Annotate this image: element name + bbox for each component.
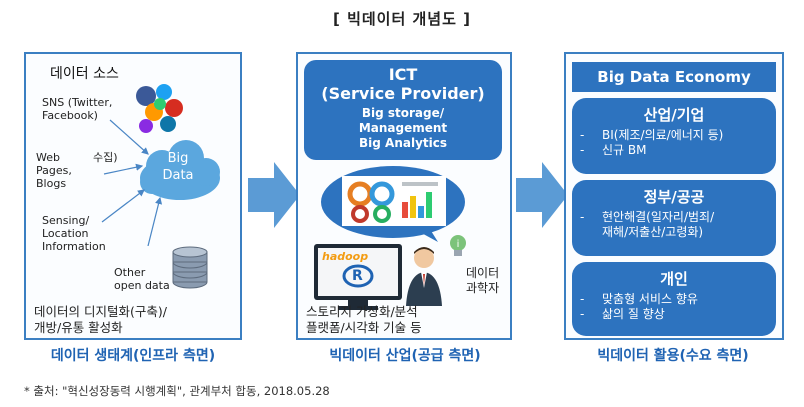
page-title: [ 빅데이터 개념도 ] (333, 10, 471, 28)
list-item: -BI(제조/의료/에너지 등) (580, 128, 724, 142)
individual-box: 개인 -맞춤형 서비스 향유 -삶의 질 향상 (572, 262, 776, 336)
ict-item-analytics: Big Analytics (359, 136, 447, 150)
government-box: 정부/공공 -현안해결(일자리/범죄/ 재해/저출산/고령화) (572, 180, 776, 256)
hadoop-logo: hadoop (322, 250, 369, 263)
list-item: -신규 BM (580, 143, 647, 157)
other-data-label: Other open data (114, 266, 170, 292)
arrow-sensing (101, 189, 145, 223)
donut-chart-2-icon (369, 181, 395, 207)
sns-logos-icon (132, 82, 184, 138)
data-ecosystem-panel (24, 52, 242, 340)
government-box-title: 정부/공공 (643, 188, 705, 206)
middle-bottom-line1: 스토리지 가상화/분석 (306, 304, 418, 319)
sensing-label-line1: Sensing/ (42, 214, 90, 227)
arrow-other (147, 196, 163, 246)
list-item: -삶의 질 향상 (580, 307, 665, 321)
list-item: -맞춤형 서비스 향유 (580, 292, 698, 306)
ict-subtitle: (Service Provider) (321, 84, 485, 103)
data-source-heading: 데이터 소스 (50, 66, 119, 82)
industry-item-1: BI(제조/의료/에너지 등) (602, 128, 724, 142)
government-item-2: 재해/저출산/고령화) (602, 225, 704, 239)
middle-bottom-line2: 플랫폼/시각화 기술 등 (306, 320, 422, 335)
big-data-cloud-label: Big Data (154, 150, 202, 184)
web-label: Web Pages, Blogs (36, 151, 72, 190)
data-scientist-icon (404, 244, 444, 306)
industry-item-2: 신규 BM (602, 143, 647, 157)
web-label-line2: Pages, (36, 164, 72, 177)
list-item: 재해/저출산/고령화) (580, 225, 776, 240)
arrow-web (103, 163, 144, 175)
source-note: * 출처: "혁신성장동력 시행계획", 관계부처 합동, 2018.05.28 (24, 384, 330, 398)
big-data-economy-header: Big Data Economy (572, 62, 776, 92)
middle-caption: 빅데이터 산업(공급 측면) (329, 348, 481, 364)
industry-box: 산업/기업 -BI(제조/의료/에너지 등) -신규 BM (572, 98, 776, 174)
flow-arrow-2 (516, 162, 568, 228)
sns-label-line1: SNS (Twitter, (42, 96, 113, 109)
web-label-line1: Web (36, 151, 60, 164)
cloud-label-line2: Data (162, 168, 194, 183)
database-icon (170, 246, 210, 290)
ict-item-storage: Big storage/ (361, 106, 445, 120)
monitor-icon (312, 242, 404, 312)
ict-box: ICT (Service Provider) Big storage/ Mana… (304, 60, 502, 160)
analytics-bubble (320, 164, 466, 244)
left-bottom-text: 데이터의 디지털화(구축)/ 개방/유통 활성화 (34, 304, 167, 336)
sensing-label-line3: Information (42, 240, 106, 253)
individual-item-1: 맞춤형 서비스 향유 (602, 292, 698, 306)
r-logo: R (352, 268, 363, 284)
svg-text:i: i (457, 239, 460, 250)
other-label-line2: open data (114, 279, 170, 292)
left-caption: 데이터 생태계(인프라 측면) (50, 348, 216, 364)
sns-label: SNS (Twitter, Facebook) (42, 96, 112, 122)
web-label-line3: Blogs (36, 177, 67, 190)
government-item-1: 현안해결(일자리/범죄/ (602, 210, 715, 224)
lightbulb-icon: i (448, 234, 468, 260)
sns-label-line2: Facebook) (42, 109, 98, 122)
industry-box-title: 산업/기업 (643, 106, 705, 124)
other-label-line1: Other (114, 266, 146, 279)
right-caption: 빅데이터 활용(수요 측면) (597, 348, 749, 364)
individual-item-2: 삶의 질 향상 (602, 307, 665, 321)
collect-label: 수집) (93, 151, 118, 164)
scientist-line1: 데이터 (466, 266, 500, 280)
sensing-label: Sensing/ Location Information (42, 214, 106, 253)
arrow-sns (109, 119, 149, 155)
source-arrows (101, 119, 163, 246)
data-scientist-label: 데이터 과학자 (466, 266, 499, 296)
flow-arrow-1 (248, 162, 300, 228)
sensing-label-line2: Location (42, 227, 89, 240)
cloud-label-line1: Big (167, 151, 189, 166)
individual-box-title: 개인 (660, 270, 688, 288)
ict-item-management: Management (358, 121, 448, 135)
big-data-cloud-icon (130, 136, 230, 208)
ict-title: ICT (388, 65, 418, 84)
left-bottom-line1: 데이터의 디지털화(구축)/ (34, 304, 167, 319)
scientist-line2: 과학자 (466, 281, 500, 295)
middle-bottom-text: 스토리지 가상화/분석 플랫폼/시각화 기술 등 (306, 304, 422, 336)
left-bottom-line2: 개방/유통 활성화 (34, 320, 123, 335)
list-item: -현안해결(일자리/범죄/ (580, 210, 715, 224)
